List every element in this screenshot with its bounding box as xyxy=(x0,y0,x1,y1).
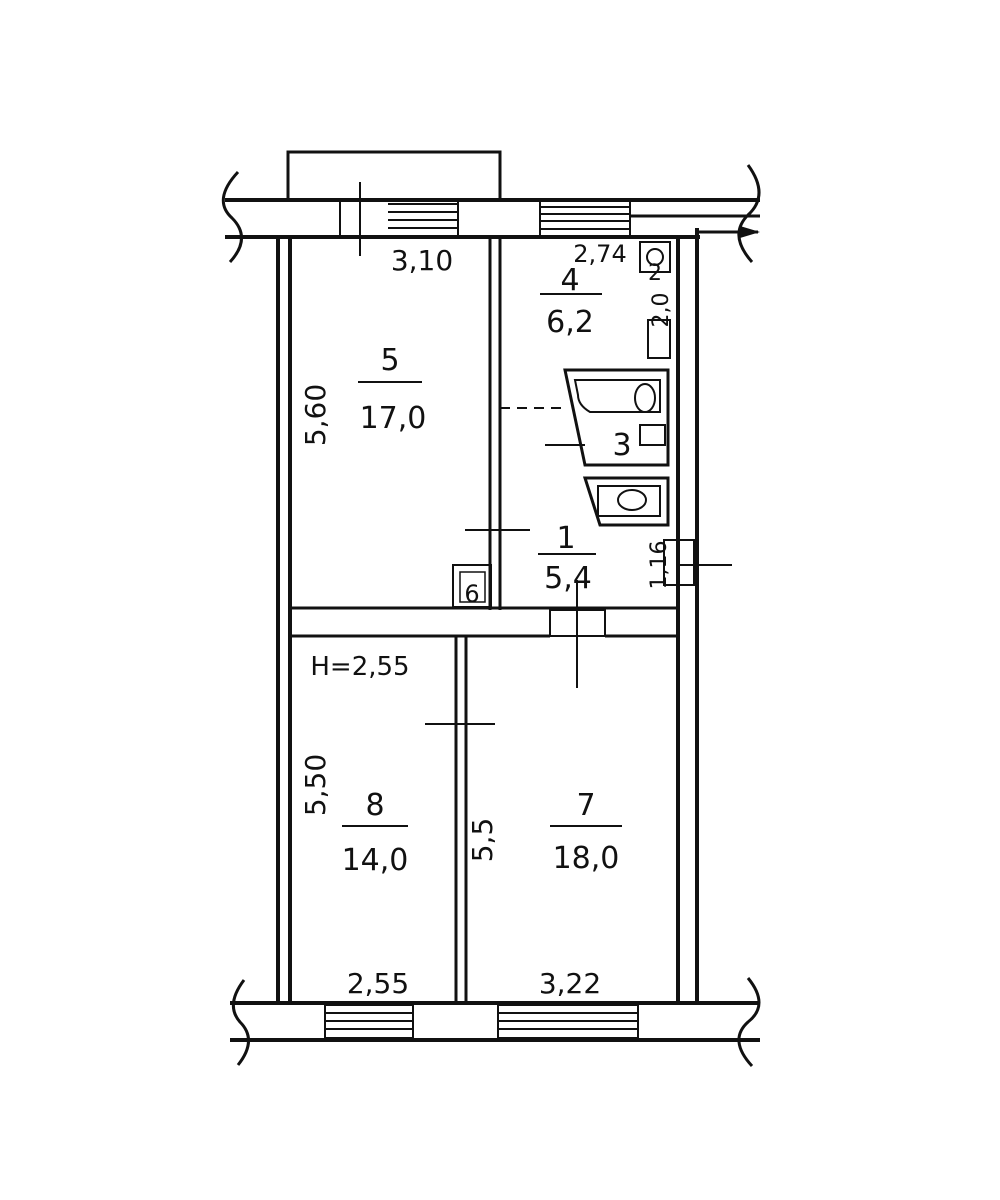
right-wall xyxy=(676,226,760,1003)
room-4-label: 4 6,2 xyxy=(540,263,602,340)
dimension-room5-height: 5,60 xyxy=(299,384,332,446)
dimension-room7-height: 5,5 xyxy=(466,818,499,863)
room-area: 14,0 xyxy=(342,843,409,878)
room-3-label: 3 xyxy=(612,428,631,463)
room-number: 4 xyxy=(560,263,579,298)
ceiling-height: H=2,55 xyxy=(310,652,409,682)
dimension-room8-width: 2,55 xyxy=(347,967,409,1000)
room-number: 5 xyxy=(380,343,399,378)
room-area: 18,0 xyxy=(553,841,620,876)
bathroom-block xyxy=(563,368,670,527)
room-number: 7 xyxy=(576,788,595,823)
room-number: 8 xyxy=(365,788,384,823)
room-area: 6,2 xyxy=(546,305,594,340)
room-7-label: 7 18,0 xyxy=(550,788,622,876)
kitchen-fixtures xyxy=(639,241,671,359)
bottom-window-room7 xyxy=(497,1004,639,1039)
room-number: 3 xyxy=(612,428,631,463)
room-number: 1 xyxy=(556,521,575,556)
wc-label: 2 xyxy=(648,261,662,286)
closet xyxy=(452,564,492,608)
dimension-kitchen-width: 2,74 xyxy=(573,240,626,268)
room-area: 5,4 xyxy=(544,561,592,596)
dimension-room7-width: 3,22 xyxy=(539,967,601,1000)
dimension-hall-side: 1,16 xyxy=(647,541,672,590)
room-8-label: 8 14,0 xyxy=(342,788,409,878)
dimension-room5-width: 3,10 xyxy=(391,244,453,277)
interior-partitions-upper xyxy=(290,237,695,725)
interior-partitions-lower xyxy=(454,636,468,1003)
top-window-room5 xyxy=(339,182,459,256)
bottom-window-room8 xyxy=(324,1004,414,1039)
left-exterior-wall xyxy=(276,237,292,1003)
bottom-exterior-wall xyxy=(230,977,761,1068)
closet-label: 6 xyxy=(464,580,479,608)
dimension-kitchen-side: 2,0 xyxy=(649,293,674,328)
room-area: 17,0 xyxy=(360,401,427,436)
top-window-kitchen xyxy=(539,199,631,238)
dimension-room8-height: 5,50 xyxy=(299,754,332,816)
room-1-label: 1 5,4 xyxy=(538,521,596,596)
room-5-label: 5 17,0 xyxy=(358,343,426,436)
